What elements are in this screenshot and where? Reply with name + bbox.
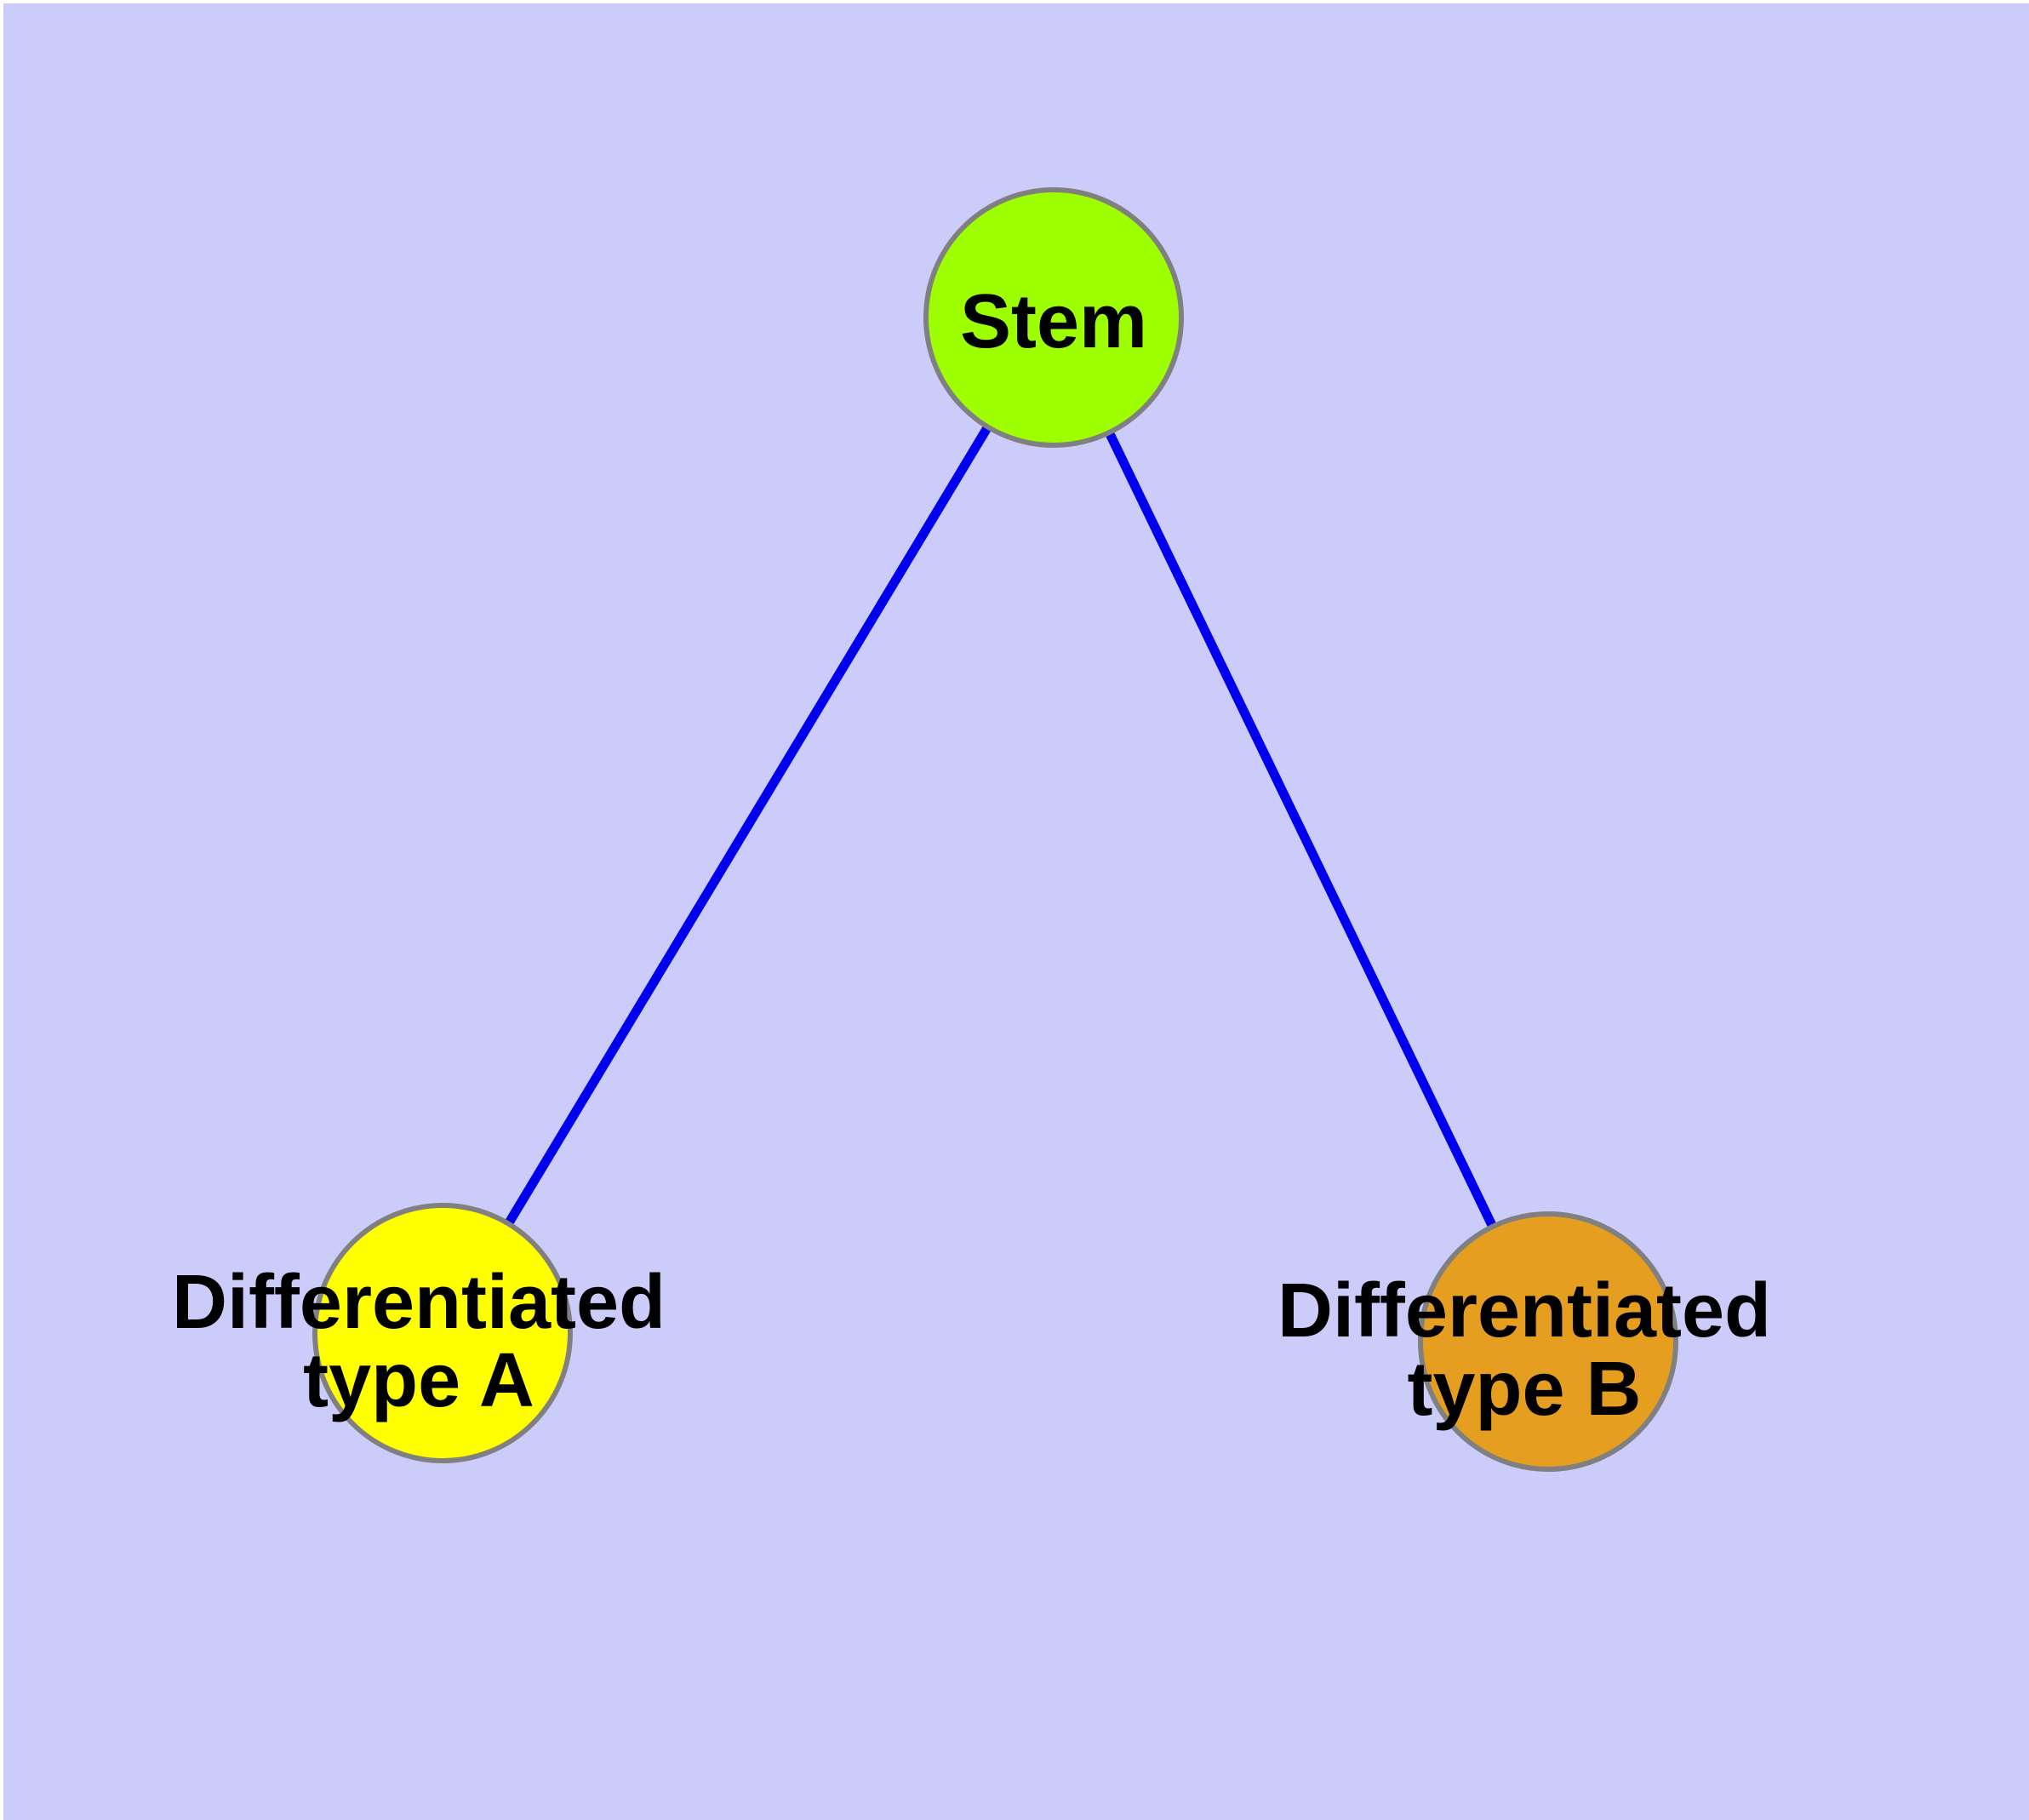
graph-node-diff_b[interactable] (1418, 1211, 1678, 1472)
graph-node-label-stem: Stem (960, 279, 1147, 364)
graph-node-label-line: Stem (960, 279, 1147, 364)
graph-node-label-line: type B (1407, 1347, 1641, 1432)
graph-node-label-line: type A (303, 1338, 534, 1423)
graph-node-label-line: Differentiated (172, 1260, 666, 1345)
graph-edge-stem-to-diff_b[interactable] (1049, 315, 1552, 1344)
graph-node-diff_a[interactable] (312, 1203, 573, 1463)
graph-edge-stem-to-diff_a[interactable] (438, 315, 1058, 1336)
edge-layer (438, 315, 1552, 1344)
node-layer (312, 187, 1678, 1472)
graph-node-stem[interactable] (923, 187, 1184, 448)
graph-node-label-line: Differentiated (1277, 1268, 1771, 1354)
